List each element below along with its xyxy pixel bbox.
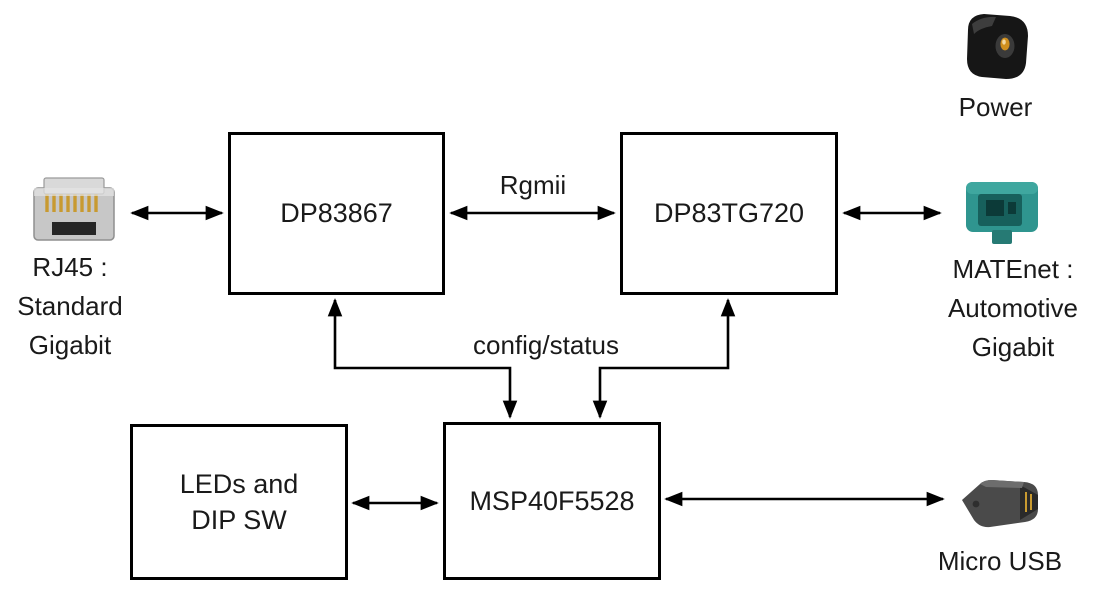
block-dp83867-label: DP83867 [280,198,393,229]
rj45-caption-line1: RJ45 : [32,252,108,282]
microusb-connector-icon [962,480,1038,528]
arrow-dp83tg720-msp [592,298,736,419]
matenet-caption-line3: Gigabit [971,332,1055,362]
microusb-caption-text: Micro USB [937,546,1063,576]
matenet-connector-icon [966,182,1038,244]
microusb-caption: Micro USB [912,542,1088,581]
block-leds-dipsw: LEDs and DIP SW [130,424,348,580]
power-caption: Power [938,88,1053,127]
block-dp83867: DP83867 [228,132,445,295]
power-caption-text: Power [958,92,1033,122]
power-connector-icon [967,14,1028,79]
rj45-caption-line3: Gigabit [28,330,112,360]
rj45-caption-line2: Standard [17,291,123,321]
matenet-caption-line1: MATEnet : [952,254,1074,284]
block-leds-dipsw-label-line1: LEDs and [179,468,299,499]
block-leds-dipsw-label-line2: DIP SW [191,505,287,535]
matenet-caption: MATEnet : Automotive Gigabit [928,250,1098,367]
block-dp83tg720-label: DP83TG720 [653,198,805,229]
block-msp430: MSP40F5528 [443,422,661,580]
matenet-caption-line2: Automotive [947,293,1079,323]
block-dp83tg720: DP83TG720 [620,132,838,295]
rj45-caption: RJ45 : Standard Gigabit [0,248,140,365]
rj45-connector-icon [33,177,115,241]
config-status-bus-label: config/status [473,330,619,360]
block-msp430-label: MSP40F5528 [469,485,635,516]
rgmii-bus-label: Rgmii [499,170,567,200]
arrow-dp83867-msp [327,298,518,419]
